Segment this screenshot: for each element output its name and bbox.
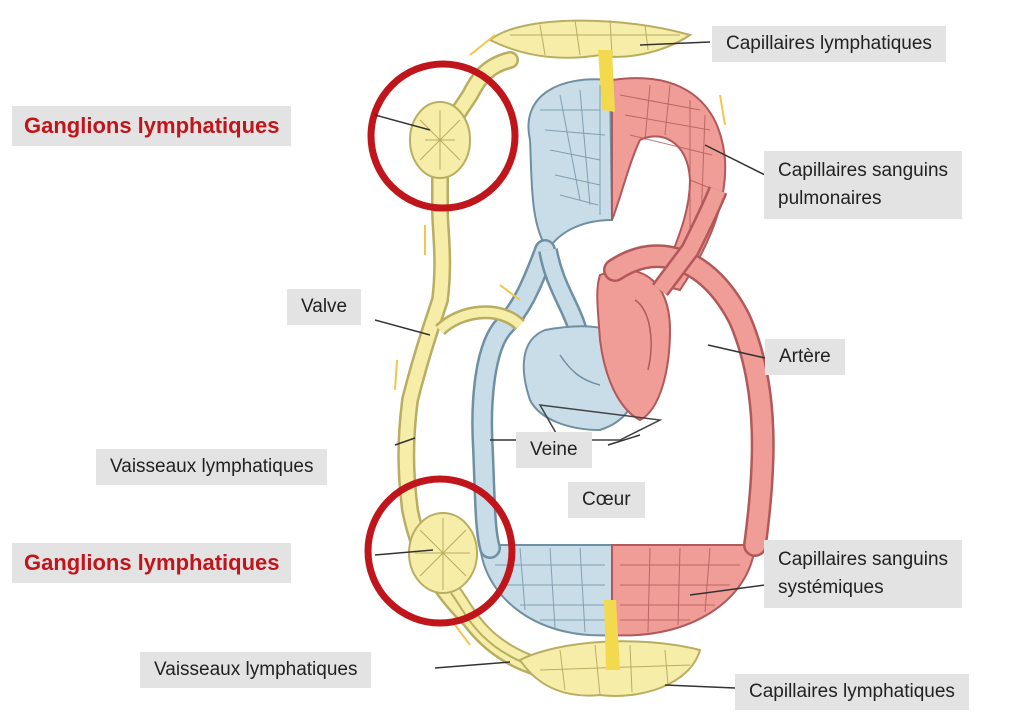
label-coeur: Cœur: [568, 482, 645, 518]
label-artere: Artère: [765, 339, 845, 375]
label-capillaires-sanguins-pulmonaires: Capillaires sanguins pulmonaires: [764, 151, 962, 219]
heart-shape: [524, 270, 670, 440]
label-systemiques-line1: Capillaires sanguins: [778, 546, 948, 574]
label-valve: Valve: [287, 289, 361, 325]
label-capillaires-sanguins-systemiques: Capillaires sanguins systémiques: [764, 540, 962, 608]
label-vaisseaux-lymphatiques-mid: Vaisseaux lymphatiques: [96, 449, 327, 485]
label-capillaires-lymphatiques-bottom: Capillaires lymphatiques: [735, 674, 969, 710]
label-ganglions-lymphatiques-bottom: Ganglions lymphatiques: [12, 543, 291, 583]
label-ganglions-lymphatiques-top: Ganglions lymphatiques: [12, 106, 291, 146]
lymph-node-top: [410, 102, 470, 178]
label-pulmonaires-line1: Capillaires sanguins: [778, 157, 948, 185]
label-systemiques-line2: systémiques: [778, 574, 948, 602]
label-capillaires-lymphatiques-top: Capillaires lymphatiques: [712, 26, 946, 62]
label-vaisseaux-lymphatiques-bottom: Vaisseaux lymphatiques: [140, 652, 371, 688]
lymph-node-bottom: [409, 513, 477, 593]
systemic-capillary-bed: [480, 545, 755, 635]
label-veine: Veine: [516, 432, 592, 468]
label-pulmonaires-line2: pulmonaires: [778, 185, 948, 213]
